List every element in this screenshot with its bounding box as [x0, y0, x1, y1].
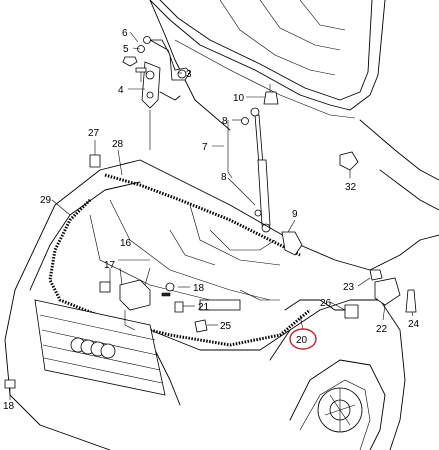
callout-25: 25 — [220, 321, 232, 332]
callout-20-highlight-ring — [289, 328, 317, 350]
gas-strut — [241, 84, 279, 233]
callout-21: 21 — [198, 302, 210, 313]
release-cable-parts — [89, 151, 417, 319]
callout-5: 5 — [123, 44, 129, 55]
callout-18-upper: 18 — [193, 283, 205, 294]
callout-10: 10 — [233, 93, 245, 104]
callout-23: 23 — [343, 282, 355, 293]
callout-9: 9 — [292, 209, 298, 220]
callout-17: 17 — [104, 260, 116, 271]
leader-lines — [9, 31, 414, 400]
hinge-group — [122, 36, 191, 150]
callout-18-lower: 18 — [3, 401, 15, 412]
callout-8-upper: 8 — [222, 116, 228, 127]
callout-4: 4 — [118, 85, 124, 96]
callout-28: 28 — [112, 139, 124, 150]
car-body — [4, 119, 439, 450]
lock-carrier-parts — [99, 279, 208, 333]
callout-7: 7 — [202, 142, 208, 153]
callout-24: 24 — [408, 319, 420, 330]
bolt-18-lower — [4, 379, 16, 398]
hood — [149, 0, 386, 131]
callout-labels: 6 5 3 4 10 8 7 8 27 28 32 29 9 16 17 18 … — [3, 28, 420, 412]
callout-3: 3 — [186, 69, 192, 80]
callout-27: 27 — [88, 128, 100, 139]
callout-29: 29 — [40, 195, 52, 206]
front-grille — [34, 299, 166, 396]
callout-16: 16 — [120, 238, 132, 249]
callout-8-lower: 8 — [221, 172, 227, 183]
callout-22: 22 — [376, 324, 388, 335]
callout-6: 6 — [122, 28, 128, 39]
callout-32: 32 — [345, 182, 357, 193]
callout-26: 26 — [320, 298, 332, 309]
callout-20: 20 — [296, 335, 308, 346]
hood-seal — [48, 173, 311, 347]
